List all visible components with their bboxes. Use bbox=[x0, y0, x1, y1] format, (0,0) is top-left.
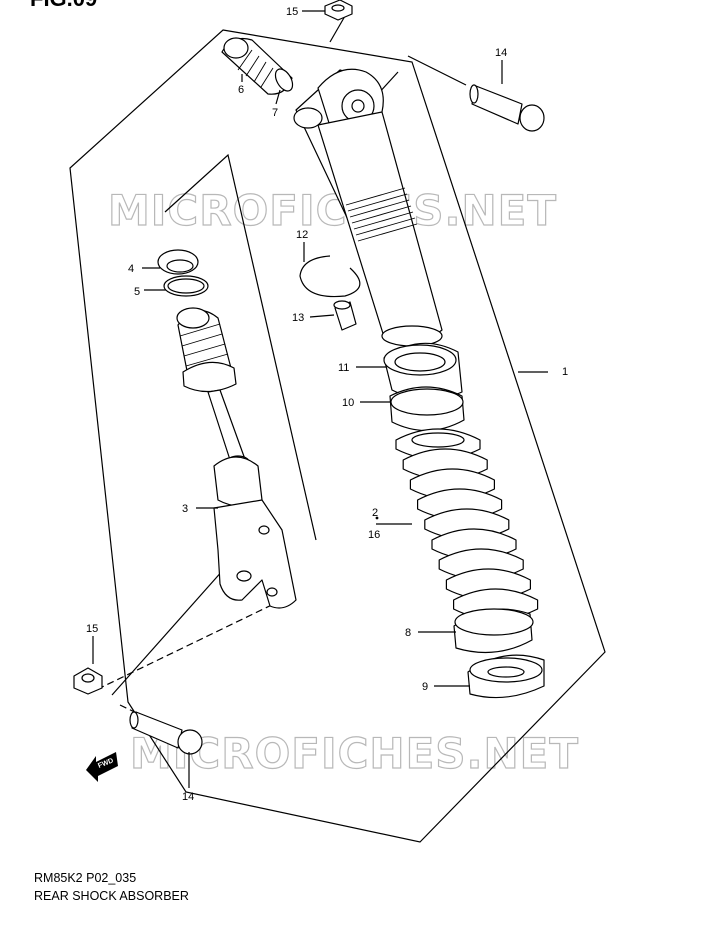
spring-coil-inner bbox=[411, 432, 465, 448]
callout-3: 3 bbox=[182, 503, 188, 515]
callout-14-bottom: 14 bbox=[182, 791, 194, 803]
callout-13: 13 bbox=[292, 312, 304, 324]
fwd-arrow-icon: FWD bbox=[86, 752, 118, 782]
ring-5-inner bbox=[167, 278, 205, 294]
callout-9: 9 bbox=[422, 681, 428, 693]
caption-code: RM85K2 P02_035 bbox=[34, 871, 136, 885]
callout-4: 4 bbox=[128, 263, 134, 275]
coil-spring bbox=[395, 428, 539, 621]
assembly-outline bbox=[69, 29, 606, 843]
rod-collar bbox=[182, 361, 237, 393]
o-ring-7 bbox=[274, 68, 294, 92]
shock-body bbox=[293, 68, 443, 347]
callout-15-bottom: 15 bbox=[86, 623, 98, 635]
body-threads bbox=[345, 187, 418, 242]
piston-rod bbox=[207, 389, 247, 467]
circlip-12 bbox=[299, 255, 361, 298]
callout-leaders bbox=[92, 10, 548, 788]
lock-nut-10 bbox=[389, 386, 465, 432]
callout-15-top: 15 bbox=[286, 6, 298, 18]
callout-labels: 1 2 16 3 4 5 6 7 8 9 10 11 12 13 14 14 1… bbox=[86, 6, 568, 803]
bolt-top bbox=[469, 84, 545, 132]
callout-14-top: 14 bbox=[495, 47, 507, 59]
rod-group-outline bbox=[164, 153, 317, 541]
callout-8: 8 bbox=[405, 627, 411, 639]
leader-eye-bottom-2 bbox=[99, 599, 283, 689]
spring-seat-8 bbox=[453, 608, 534, 654]
leader-eye-bottom bbox=[111, 559, 233, 696]
figure-title: FIG.09 bbox=[30, 0, 97, 11]
callout-12: 12 bbox=[296, 229, 308, 241]
adjuster-knob bbox=[221, 37, 293, 95]
bolt-bottom bbox=[129, 711, 203, 755]
nut-bottom bbox=[73, 667, 103, 695]
callout-16: 16 bbox=[368, 529, 380, 541]
nut-top bbox=[324, 0, 353, 21]
callout-10: 10 bbox=[342, 397, 354, 409]
watermark-bottom: MICROFICHES.NET bbox=[130, 729, 579, 778]
adjuster-nut-11 bbox=[383, 342, 463, 401]
stopper-9 bbox=[467, 654, 545, 699]
washer-4-inner bbox=[166, 259, 194, 273]
lower-clevis-3 bbox=[213, 456, 297, 609]
leader-nut-top bbox=[329, 15, 346, 43]
callout-5: 5 bbox=[134, 286, 140, 298]
callout-1: 1 bbox=[562, 366, 568, 378]
caption-name: REAR SHOCK ABSORBER bbox=[34, 889, 189, 903]
watermark-top: MICROFICHES.NET bbox=[108, 186, 557, 235]
callout-6: 6 bbox=[238, 84, 244, 96]
leader-bolt-top bbox=[407, 55, 467, 86]
callout-2: 2 bbox=[372, 507, 378, 519]
callout-7: 7 bbox=[272, 107, 278, 119]
valve-cap-13 bbox=[333, 300, 357, 331]
callout-11: 11 bbox=[338, 362, 349, 374]
